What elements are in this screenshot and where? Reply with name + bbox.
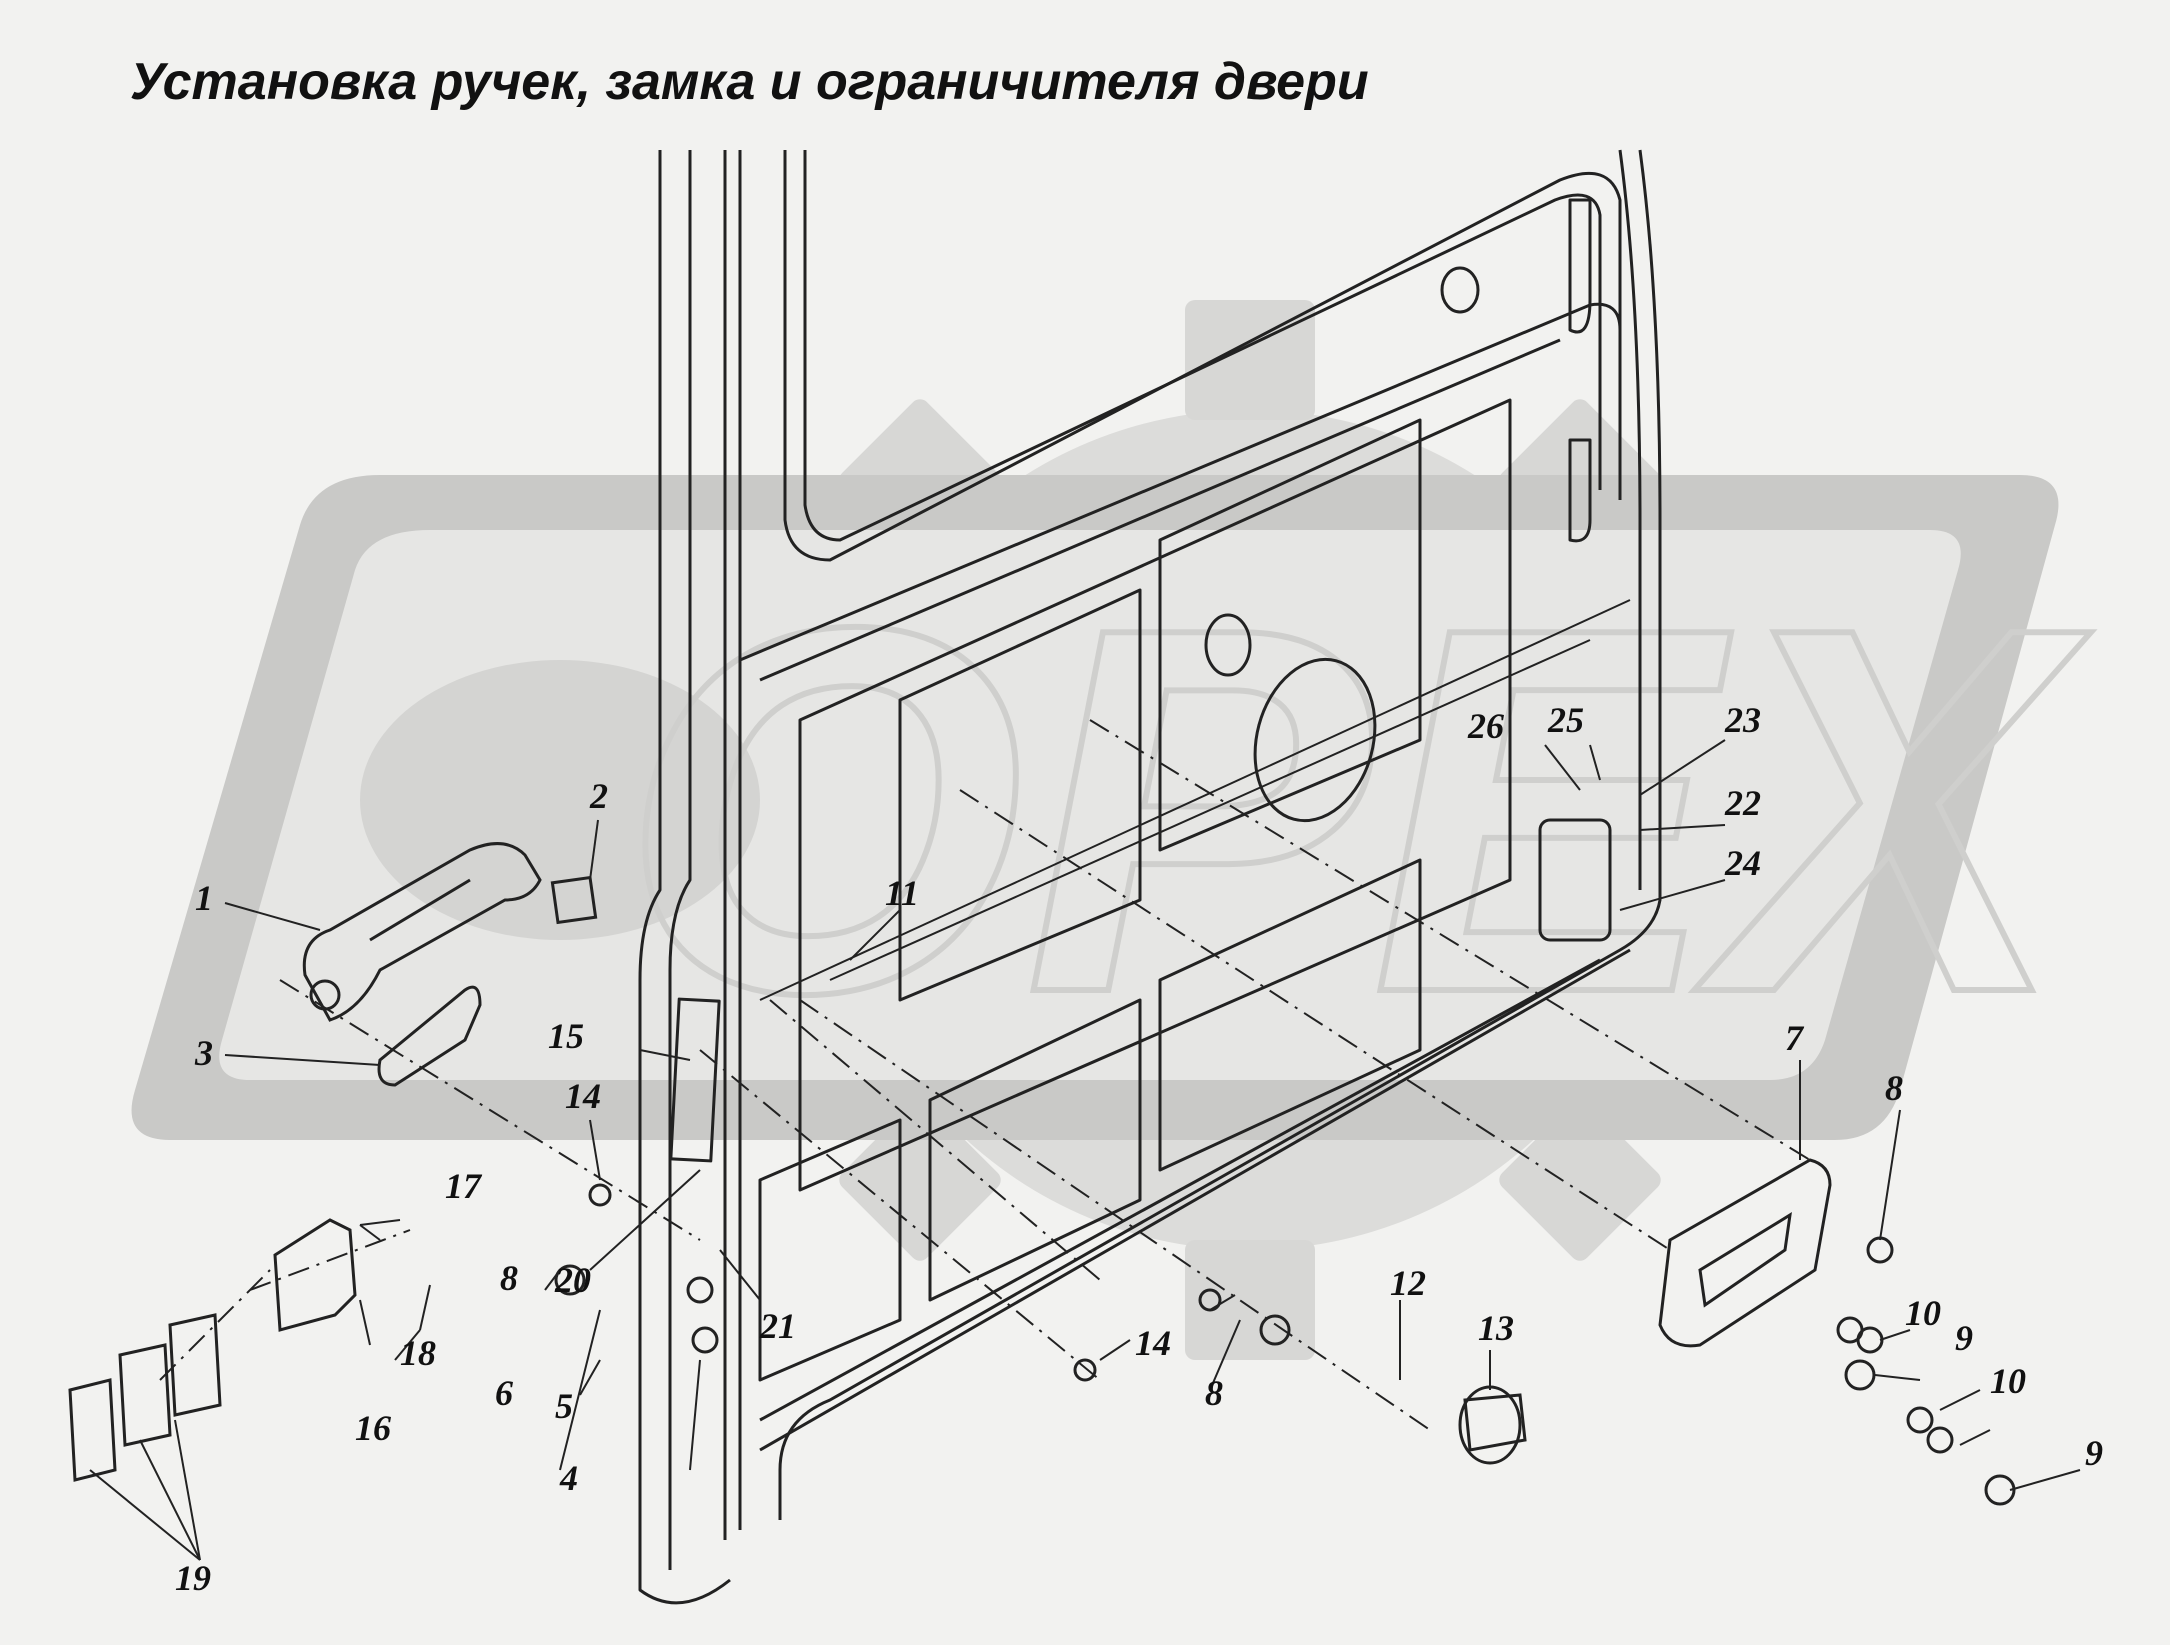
inner-door-handle bbox=[1658, 1158, 1832, 1348]
outer-handle-group bbox=[68, 842, 2016, 1506]
callout-4: 4 bbox=[559, 1458, 578, 1498]
callout-8a: 8 bbox=[1885, 1068, 1903, 1108]
alignment-lines bbox=[159, 719, 1811, 1431]
watermark: OPEX bbox=[131, 300, 2095, 1360]
callout-5: 5 bbox=[555, 1386, 573, 1426]
callout-12: 12 bbox=[1390, 1263, 1426, 1303]
callout-7: 7 bbox=[1785, 1018, 1805, 1058]
callout-9a: 9 bbox=[1955, 1318, 1973, 1358]
handle-frame-gasket bbox=[377, 985, 482, 1087]
leader-lines bbox=[89, 739, 2081, 1561]
callout-21: 21 bbox=[759, 1306, 796, 1346]
door-limiter-cap bbox=[1463, 1393, 1527, 1452]
callout-labels: 1 2 3 4 5 6 7 8 8 8 9 9 10 10 11 12 13 1… bbox=[175, 700, 2103, 1598]
door-frame bbox=[638, 149, 1662, 1605]
callout-8b: 8 bbox=[500, 1258, 518, 1298]
callout-2: 2 bbox=[589, 776, 608, 816]
callout-11: 11 bbox=[885, 873, 919, 913]
callout-14a: 14 bbox=[565, 1076, 601, 1116]
callout-23: 23 bbox=[1724, 700, 1761, 740]
callout-13: 13 bbox=[1478, 1308, 1514, 1348]
callout-6: 6 bbox=[495, 1373, 513, 1413]
handle-gasket bbox=[550, 875, 598, 925]
watermark-text: OPEX bbox=[620, 520, 2092, 1101]
callout-24: 24 bbox=[1724, 843, 1761, 883]
callout-10b: 10 bbox=[1990, 1361, 2026, 1401]
callout-25: 25 bbox=[1547, 700, 1584, 740]
outer-door-handle bbox=[302, 842, 542, 1022]
callout-8c: 8 bbox=[1205, 1373, 1223, 1413]
callout-22: 22 bbox=[1724, 783, 1761, 823]
shim-plates bbox=[68, 1313, 222, 1482]
callout-14b: 14 bbox=[1135, 1323, 1171, 1363]
callout-18: 18 bbox=[400, 1333, 436, 1373]
callout-9b: 9 bbox=[2085, 1433, 2103, 1473]
callout-20: 20 bbox=[554, 1260, 591, 1300]
callout-26: 26 bbox=[1467, 706, 1504, 746]
callout-3: 3 bbox=[194, 1033, 213, 1073]
striker-block bbox=[273, 1218, 357, 1332]
callout-10a: 10 bbox=[1905, 1293, 1941, 1333]
callout-19: 19 bbox=[175, 1558, 211, 1598]
callout-16: 16 bbox=[355, 1408, 391, 1448]
callout-17: 17 bbox=[445, 1166, 483, 1206]
callout-15: 15 bbox=[548, 1016, 584, 1056]
page-title: Установка ручек, замка и ограничителя дв… bbox=[130, 53, 1369, 111]
callout-1: 1 bbox=[195, 878, 213, 918]
